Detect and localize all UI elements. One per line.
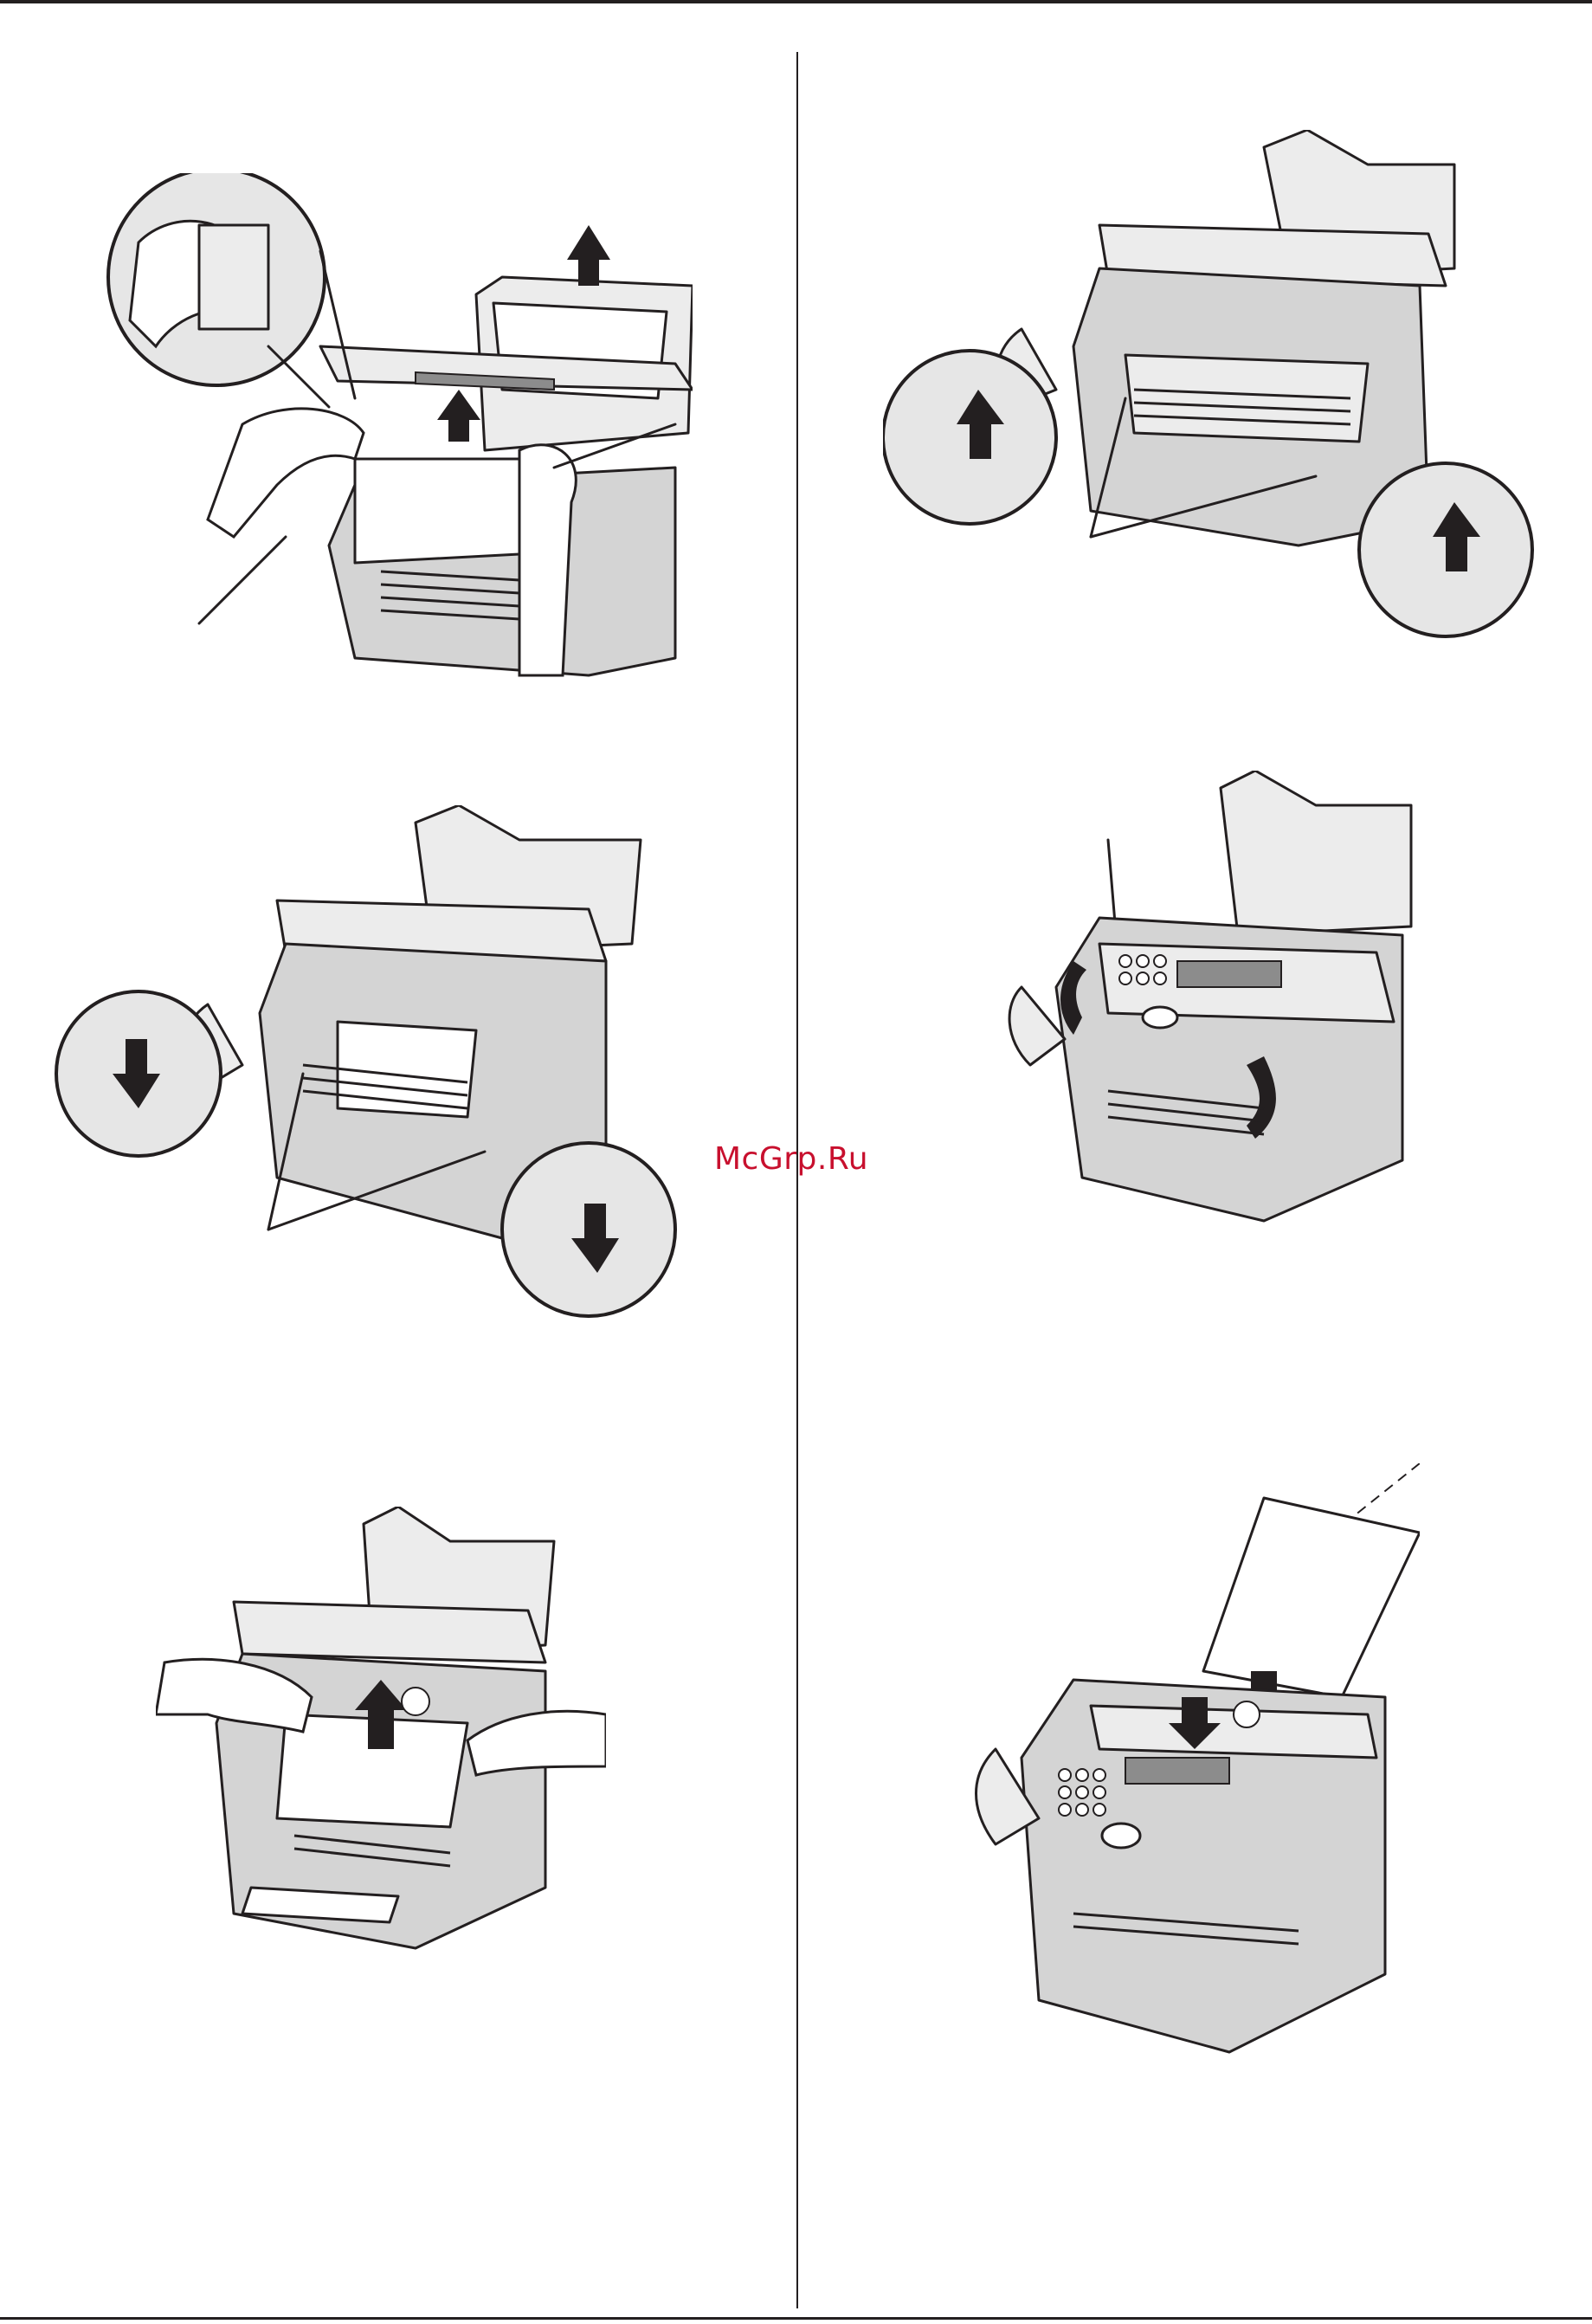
arrow-up-icon [437, 390, 480, 442]
arrow-up-icon [567, 225, 610, 286]
fax-machine-levers-up-illustration [883, 130, 1541, 649]
fax-machine-open-illustration [69, 173, 693, 701]
step-marker [402, 1688, 429, 1715]
document-stack [1203, 1498, 1420, 1697]
top-rule [0, 0, 1592, 3]
display [1125, 1758, 1229, 1784]
watermark-text: McGrp.Ru [714, 1141, 887, 1177]
document-tray [1221, 771, 1411, 935]
fax-machine-hands-illustration [156, 1507, 606, 1957]
bottom-rule [0, 2317, 1592, 2320]
fax-machine-documents-illustration [970, 1463, 1420, 2061]
figure-push-levers-up [883, 130, 1541, 649]
open-cover [234, 1602, 545, 1662]
column-divider [796, 52, 798, 2308]
step-marker [1234, 1701, 1260, 1727]
figure-pull-levers-down [52, 805, 727, 1325]
fax-machine-levers-down-illustration [52, 805, 727, 1325]
figure-close-cover [1004, 771, 1420, 1238]
figure-pull-out-paper [156, 1507, 606, 1957]
fax-machine-closing-illustration [1004, 771, 1420, 1238]
figure-insert-documents [970, 1463, 1420, 2061]
jammed-paper [355, 459, 519, 563]
figure-remove-jammed-paper [69, 173, 693, 701]
display [1177, 961, 1281, 987]
